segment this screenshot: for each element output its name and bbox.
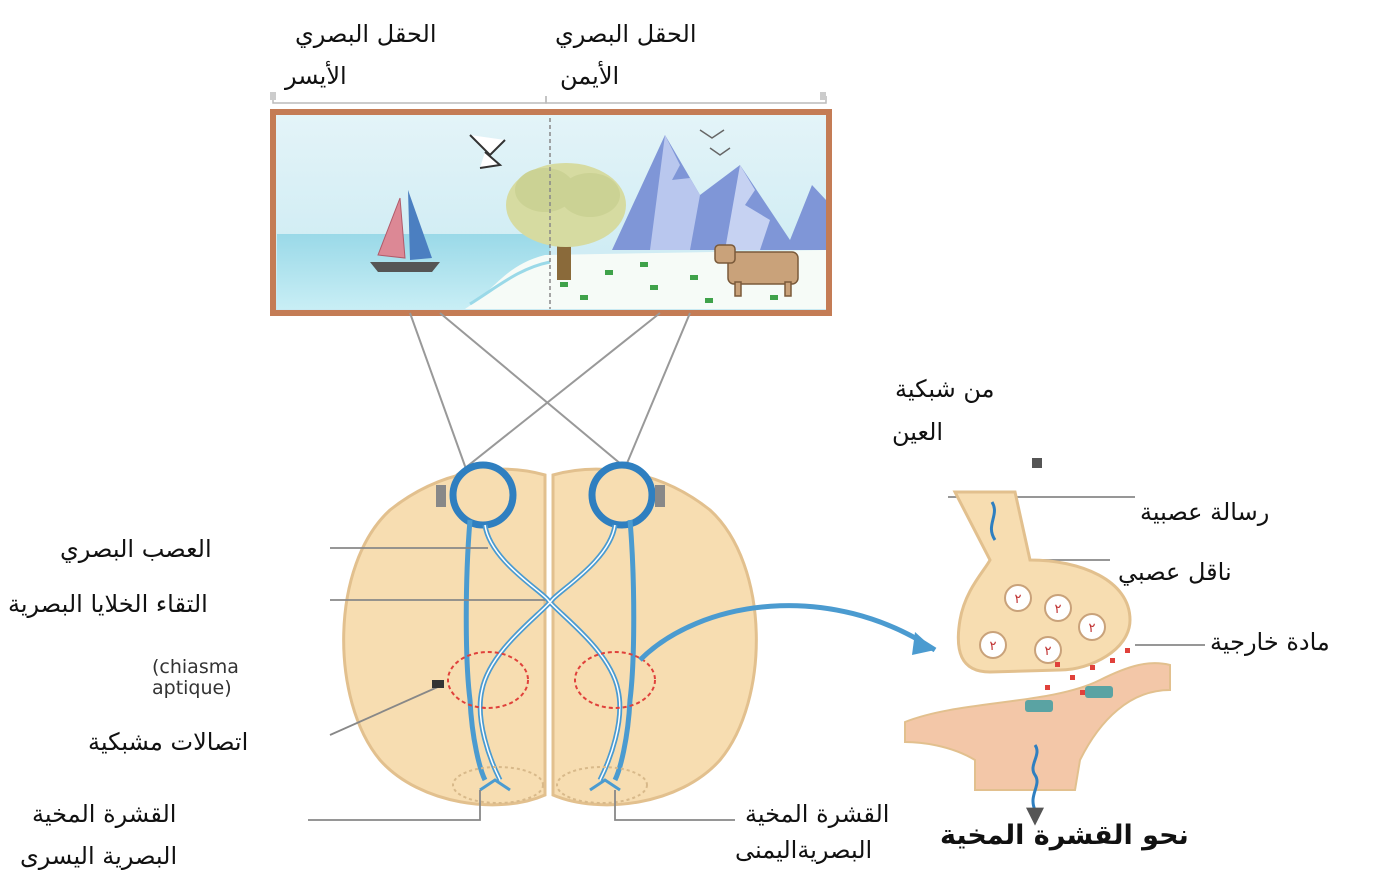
postsynaptic-neuron xyxy=(905,663,1170,790)
left-cortex-label-line1: القشرة المخية xyxy=(32,800,176,829)
right-lens xyxy=(655,485,665,507)
left-lens xyxy=(436,485,446,507)
right-field-label-line1: الحقل البصري xyxy=(555,20,696,49)
from-retina-label-line1: من شبكية xyxy=(895,375,994,404)
visual-scene xyxy=(273,112,829,313)
to-cortex-label: نحو القشرة المخية xyxy=(940,820,1189,852)
right-cortex-label-line1: القشرة المخية xyxy=(745,800,889,829)
right-cortex-label-line2: البصريةاليمنى xyxy=(735,836,872,865)
boat-hull xyxy=(370,262,440,272)
vesicle-label: ٢ xyxy=(1089,621,1096,636)
brain xyxy=(344,465,757,805)
projection-lines xyxy=(410,313,690,480)
synaptic-connections-label: اتصالات مشبكية xyxy=(88,728,248,757)
optic-nerve-label: العصب البصري xyxy=(60,535,212,564)
synapse-marker xyxy=(432,680,444,688)
neurotransmitter-label: ناقل عصبي xyxy=(1118,558,1232,587)
retina-marker xyxy=(1032,458,1042,468)
synapse: ٢ ٢ ٢ ٢ ٢ xyxy=(905,492,1170,822)
left-cortex-label-line2: البصرية اليسرى xyxy=(20,842,177,871)
vesicle-label: ٢ xyxy=(1015,592,1022,607)
vesicle-label: ٢ xyxy=(1055,602,1062,617)
right-eye xyxy=(592,465,652,525)
from-retina-label-line2: العين xyxy=(892,418,943,447)
vesicle-label: ٢ xyxy=(1045,644,1052,659)
left-eye xyxy=(453,465,513,525)
left-field-bracket xyxy=(273,96,546,103)
left-field-label-line1: الحقل البصري xyxy=(295,20,436,49)
vesicle-label: ٢ xyxy=(990,639,997,654)
chiasm-latin-line1: (chiasma xyxy=(152,658,239,678)
chiasm-latin-line2: aptique) xyxy=(152,679,232,699)
chiasm-label: التقاء الخلايا البصرية xyxy=(8,590,208,619)
nerve-message-label: رسالة عصبية xyxy=(1140,498,1269,527)
external-substance-label: مادة خارجية xyxy=(1210,628,1330,657)
left-field-label-line2: الأيسر xyxy=(285,62,347,91)
right-field-bracket xyxy=(546,96,826,103)
right-field-label-line2: الأيمن xyxy=(560,62,619,91)
field-brackets xyxy=(270,92,826,103)
